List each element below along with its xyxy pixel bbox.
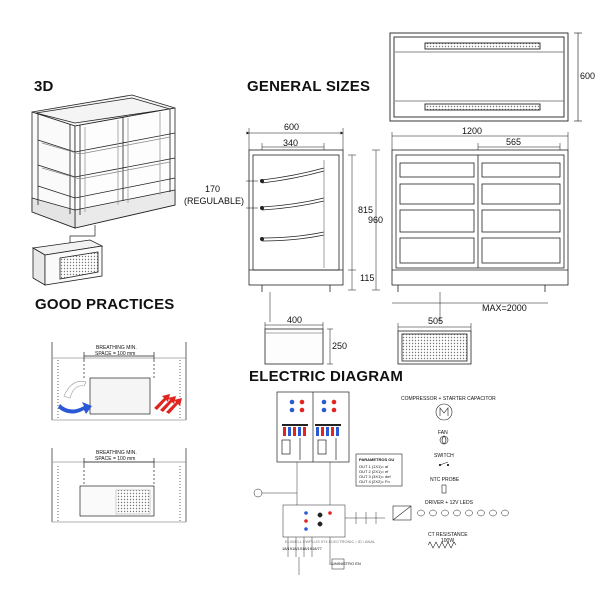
- space-label-1: SPACE = 100 mm: [95, 351, 136, 357]
- practice-diagram-1: [51, 342, 187, 421]
- top-view: [389, 32, 569, 122]
- dim-top-depth: 600: [580, 71, 596, 81]
- breathing-label-1: BREATHING MIN.: [96, 345, 137, 351]
- led-row: [417, 509, 509, 517]
- dim-side-width: 600: [284, 122, 300, 132]
- legend-ct-power: 100W: [441, 538, 455, 544]
- dim-unit-width: 505: [428, 316, 444, 326]
- dim-front-half: 565: [506, 137, 522, 147]
- dim-inner-height: 815: [358, 205, 374, 215]
- terminal-label: 18/77: [312, 546, 323, 551]
- isometric-cabinet: [31, 94, 176, 229]
- parameter-box: [355, 453, 403, 487]
- heading-general-sizes: GENERAL SIZES: [247, 78, 371, 95]
- legend-driver: DRIVER + 12V LEDS: [425, 500, 473, 506]
- heading-3d: 3D: [34, 78, 54, 95]
- terminal-block: [282, 399, 341, 436]
- terminal-label: 18/19: [302, 546, 313, 551]
- unit-front-view: [397, 330, 472, 365]
- isometric-unit: [31, 239, 104, 286]
- legend-symbols: [392, 403, 457, 549]
- airflow-arrows: [58, 381, 182, 414]
- parameters-title: PARAMETROS OU: [359, 457, 395, 462]
- dim-max-distance: MAX=2000: [482, 303, 527, 313]
- legend-ntc: NTC PROBE: [430, 477, 460, 483]
- dim-front-width: 1200: [462, 126, 483, 136]
- dim-unit-depth: 400: [287, 315, 303, 325]
- parameter-line: OUT 3 (3X1)= def: [359, 474, 391, 479]
- parameter-line: OUT 4 (2X2)= Fn: [359, 479, 390, 484]
- terminal-label: 18/19: [282, 546, 293, 551]
- dim-shelf-gap: 170: [205, 184, 221, 194]
- front-view: [391, 149, 569, 292]
- legend-fan: FAN: [438, 430, 448, 436]
- heading-electric-diagram: ELECTRIC DIAGRAM: [249, 368, 404, 385]
- terminal-label: 18/19: [292, 546, 303, 551]
- legend-ct: CT RESISTANCE: [428, 532, 468, 538]
- dim-base-height: 115: [360, 273, 375, 283]
- dim-regulable: (REGULABLE): [184, 196, 245, 206]
- wiring: [253, 462, 385, 575]
- dim-total-height: 960: [368, 215, 384, 225]
- dim-side-inner: 340: [283, 138, 299, 148]
- legend-compressor: COMPRESSOR + STARTER CAPACITOR: [401, 396, 496, 402]
- parameter-line: OUT 2 (2X1)= ef: [359, 469, 389, 474]
- heading-good-practices: GOOD PRACTICES: [35, 296, 175, 313]
- practice-diagram-2: [51, 448, 187, 523]
- side-view: [248, 149, 344, 292]
- unit-side-view: [264, 328, 324, 365]
- dim-unit-height: 250: [332, 341, 348, 351]
- parameter-line: OUT 1 (1X1)= al: [359, 464, 389, 469]
- controller-label: ELIWELL EWPLUS 974 ELECTRONIC / ID / ANA…: [285, 539, 376, 544]
- space-label-2: SPACE = 100 mm: [95, 456, 136, 462]
- legend-switch: SWITCH: [434, 453, 454, 459]
- breathing-label-2: BREATHING MIN.: [96, 450, 137, 456]
- supply-label: SUMINISTRO EN: [329, 561, 361, 566]
